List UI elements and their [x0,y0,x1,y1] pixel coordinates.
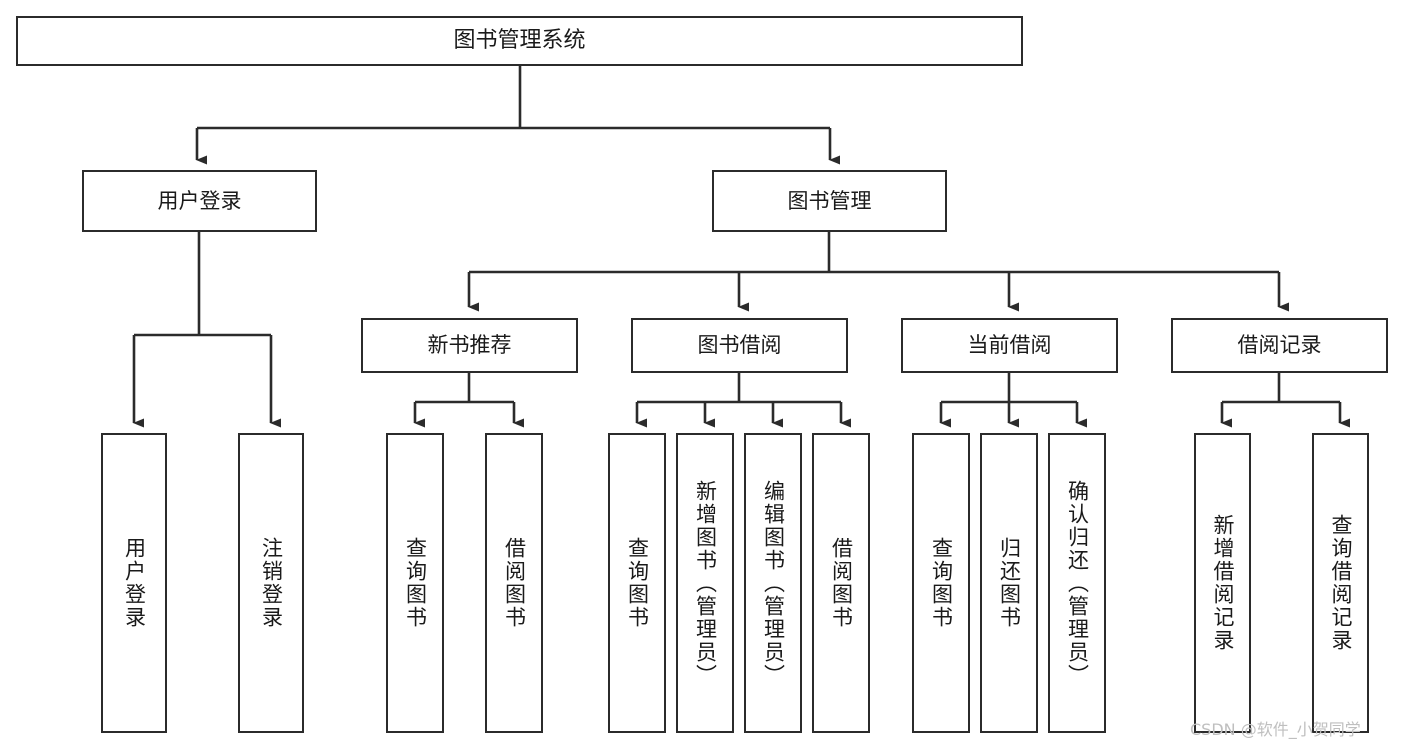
leaf-borrow-edit-book-admin[interactable]: 编辑图书（管理员） [744,433,802,733]
node-label: 编辑图书（管理员） [761,479,786,687]
node-label: 借阅图书 [502,537,527,629]
leaf-user-login[interactable]: 用户登录 [101,433,167,733]
leaf-borrow-add-book-admin[interactable]: 新增图书（管理员） [676,433,734,733]
watermark-text: CSDN @软件_小贺同学 [1190,720,1361,739]
node-label: 查询借阅记录 [1329,514,1353,652]
leaf-borrow-query-book[interactable]: 查询图书 [608,433,666,733]
node-label: 当前借阅 [967,333,1052,358]
node-borrow-record[interactable]: 借阅记录 [1171,318,1388,373]
node-label: 确认归还（管理员） [1065,479,1090,687]
node-current-borrow[interactable]: 当前借阅 [901,318,1118,373]
node-label: 归还图书 [997,537,1022,629]
node-label: 图书管理 [787,188,872,213]
node-label: 借阅记录 [1237,333,1322,358]
leaf-current-query-book[interactable]: 查询图书 [912,433,970,733]
leaf-current-confirm-return-admin[interactable]: 确认归还（管理员） [1048,433,1106,733]
node-label: 用户登录 [122,537,147,629]
node-label: 图书管理系统 [453,28,586,54]
node-label: 查询图书 [625,537,650,629]
node-book-management[interactable]: 图书管理 [712,170,947,232]
node-new-book-recommend[interactable]: 新书推荐 [361,318,578,373]
leaf-user-logout[interactable]: 注销登录 [238,433,304,733]
node-label: 新增借阅记录 [1211,514,1235,652]
leaf-record-add-borrow-record[interactable]: 新增借阅记录 [1194,433,1251,733]
leaf-record-query-borrow-record[interactable]: 查询借阅记录 [1312,433,1369,733]
node-root-system[interactable]: 图书管理系统 [16,16,1023,66]
node-user-login[interactable]: 用户登录 [82,170,317,232]
node-label: 查询图书 [929,537,954,629]
leaf-current-return-book[interactable]: 归还图书 [980,433,1038,733]
node-label: 用户登录 [157,188,242,213]
leaf-recommend-borrow-book[interactable]: 借阅图书 [485,433,543,733]
node-book-borrow[interactable]: 图书借阅 [631,318,848,373]
node-label: 注销登录 [259,537,284,629]
leaf-recommend-query-book[interactable]: 查询图书 [386,433,444,733]
leaf-borrow-borrow-book[interactable]: 借阅图书 [812,433,870,733]
node-label: 新书推荐 [427,333,512,358]
node-label: 图书借阅 [697,333,782,358]
node-label: 查询图书 [403,537,428,629]
node-label: 借阅图书 [829,537,854,629]
node-label: 新增图书（管理员） [693,479,718,687]
